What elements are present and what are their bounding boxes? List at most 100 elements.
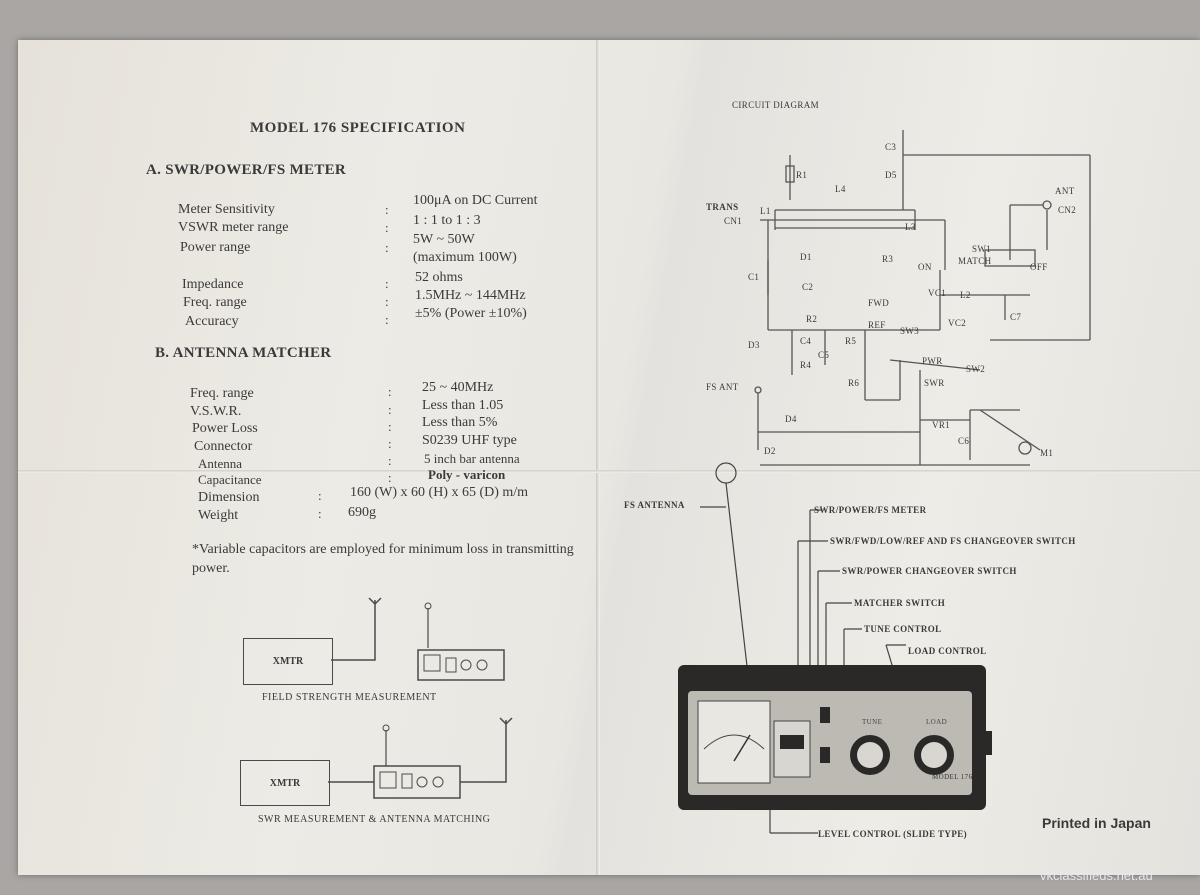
ref-label: REF bbox=[868, 320, 886, 330]
sw2-label: SW2 bbox=[966, 364, 986, 374]
panel-model-label: MODEL 176 bbox=[932, 773, 973, 781]
spec-colon: : bbox=[385, 240, 389, 255]
spec-colon: : bbox=[318, 488, 322, 503]
spec-value: 690g bbox=[348, 505, 376, 520]
c7-label: C7 bbox=[1010, 312, 1022, 322]
spec-value: 5W ~ 50W bbox=[413, 232, 475, 247]
r1-label: R1 bbox=[796, 170, 808, 180]
spec-title: MODEL 176 SPECIFICATION bbox=[250, 120, 466, 136]
circuit-title: CIRCUIT DIAGRAM bbox=[732, 100, 820, 110]
spec-colon: : bbox=[388, 402, 392, 417]
cn1-label: CN1 bbox=[724, 216, 743, 226]
spec-value: 100μA on DC Current bbox=[413, 193, 538, 208]
spec-label: Connector bbox=[194, 439, 253, 454]
d2-label: D2 bbox=[764, 446, 776, 456]
callout-matcher-switch: MATCHER SWITCH bbox=[854, 598, 946, 608]
swr-caption: SWR MEASUREMENT & ANTENNA MATCHING bbox=[258, 814, 491, 825]
sw3-label: SW3 bbox=[900, 326, 920, 336]
section-b-heading: B. ANTENNA MATCHER bbox=[155, 345, 332, 361]
trans-label: TRANS bbox=[706, 202, 739, 212]
spec-colon: : bbox=[388, 419, 392, 434]
spec-value: (maximum 100W) bbox=[413, 250, 517, 265]
d5-label: D5 bbox=[885, 170, 897, 180]
spec-value: 25 ~ 40MHz bbox=[422, 380, 494, 395]
spec-label: Dimension bbox=[198, 490, 260, 505]
vr1-label: VR1 bbox=[932, 420, 951, 430]
c4-label: C4 bbox=[800, 336, 812, 346]
c3-label: C3 bbox=[885, 142, 897, 152]
spec-label: Freq. range bbox=[183, 295, 247, 310]
spec-value: 52 ohms bbox=[415, 270, 463, 285]
sw1-label: SW1 bbox=[972, 244, 992, 254]
r6-label: R6 bbox=[848, 378, 860, 388]
d3-label: D3 bbox=[748, 340, 760, 350]
d4-label: D4 bbox=[785, 414, 797, 424]
d1-label: D1 bbox=[800, 252, 812, 262]
spec-label: Weight bbox=[198, 508, 239, 523]
watermark: vkclassifieds.net.au bbox=[1040, 868, 1153, 883]
spec-label: VSWR meter range bbox=[178, 220, 289, 235]
c5-label: C5 bbox=[818, 350, 830, 360]
ant-label: ANT bbox=[1055, 186, 1075, 196]
l1-label: L1 bbox=[760, 206, 771, 216]
spec-colon: : bbox=[388, 384, 392, 399]
circuit-schematic bbox=[754, 130, 1091, 466]
r4-label: R4 bbox=[800, 360, 812, 370]
spec-value: S0239 UHF type bbox=[422, 433, 517, 448]
spec-value: 160 (W) x 60 (H) x 65 (D) m/m bbox=[350, 485, 529, 500]
spec-label: Power range bbox=[180, 240, 251, 255]
on-label: ON bbox=[918, 262, 932, 272]
xmtr-block: XMTR bbox=[240, 760, 330, 806]
section-a-heading: A. SWR/POWER/FS METER bbox=[146, 162, 347, 178]
l3-label: L3 bbox=[905, 222, 916, 232]
r5-label: R5 bbox=[845, 336, 857, 346]
spec-value: Less than 5% bbox=[422, 415, 498, 430]
spec-value: 1.5MHz ~ 144MHz bbox=[415, 288, 526, 303]
fwd-label: FWD bbox=[868, 298, 890, 308]
callout-level-control: LEVEL CONTROL (SLIDE TYPE) bbox=[818, 829, 968, 839]
xmtr-block: XMTR bbox=[243, 638, 333, 685]
spec-colon: : bbox=[385, 294, 389, 309]
spec-label: V.S.W.R. bbox=[190, 404, 242, 419]
spec-colon: : bbox=[388, 453, 392, 468]
spec-label: Power Loss bbox=[192, 421, 258, 436]
spec-value: Poly - varicon bbox=[428, 467, 506, 482]
spec-label: Freq. range bbox=[190, 386, 254, 401]
swr-wiring bbox=[328, 717, 513, 799]
spec-colon: : bbox=[385, 312, 389, 327]
callout-meter: SWR/POWER/FS METER bbox=[814, 505, 927, 515]
callout-tune-control: TUNE CONTROL bbox=[864, 624, 942, 634]
callout-load-control: LOAD CONTROL bbox=[908, 646, 987, 656]
spec-label: Accuracy bbox=[185, 314, 239, 329]
c6-label: C6 bbox=[958, 436, 970, 446]
fs-antenna-label: FS ANTENNA bbox=[624, 500, 685, 510]
cn2-label: CN2 bbox=[1058, 205, 1077, 215]
fold-vertical bbox=[596, 40, 600, 875]
m1-label: M1 bbox=[1040, 448, 1054, 458]
spec-colon: : bbox=[385, 220, 389, 235]
spec-value: 5 inch bar antenna bbox=[424, 451, 520, 466]
panel-tune-label: TUNE bbox=[862, 718, 883, 726]
fs-ant-label: FS ANT bbox=[706, 382, 739, 392]
spec-colon: : bbox=[318, 506, 322, 521]
panel-load-label: LOAD bbox=[926, 718, 948, 726]
spec-value: Less than 1.05 bbox=[422, 398, 504, 413]
spec-label: Antenna bbox=[198, 456, 243, 471]
field-strength-caption: FIELD STRENGTH MEASUREMENT bbox=[262, 692, 437, 703]
vc1-label: VC1 bbox=[928, 288, 947, 298]
panel-illustration bbox=[678, 462, 992, 834]
spec-label: Meter Sensitivity bbox=[178, 202, 275, 217]
swr-label: SWR bbox=[924, 378, 945, 388]
callout-changeover-fs: SWR/FWD/LOW/REF AND FS CHANGEOVER SWITCH bbox=[830, 536, 1076, 546]
printed-in-japan: Printed in Japan bbox=[1042, 815, 1151, 831]
callout-swr-power-switch: SWR/POWER CHANGEOVER SWITCH bbox=[842, 566, 1017, 576]
r2-label: R2 bbox=[806, 314, 818, 324]
c1-label: C1 bbox=[748, 272, 760, 282]
match-label: MATCH bbox=[958, 256, 992, 266]
spec-label: Capacitance bbox=[198, 472, 262, 487]
spec-colon: : bbox=[388, 436, 392, 451]
l4-label: L4 bbox=[835, 184, 846, 194]
fold-horizontal bbox=[18, 470, 1200, 473]
spec-colon: : bbox=[388, 470, 392, 485]
spec-label: Impedance bbox=[182, 277, 244, 292]
